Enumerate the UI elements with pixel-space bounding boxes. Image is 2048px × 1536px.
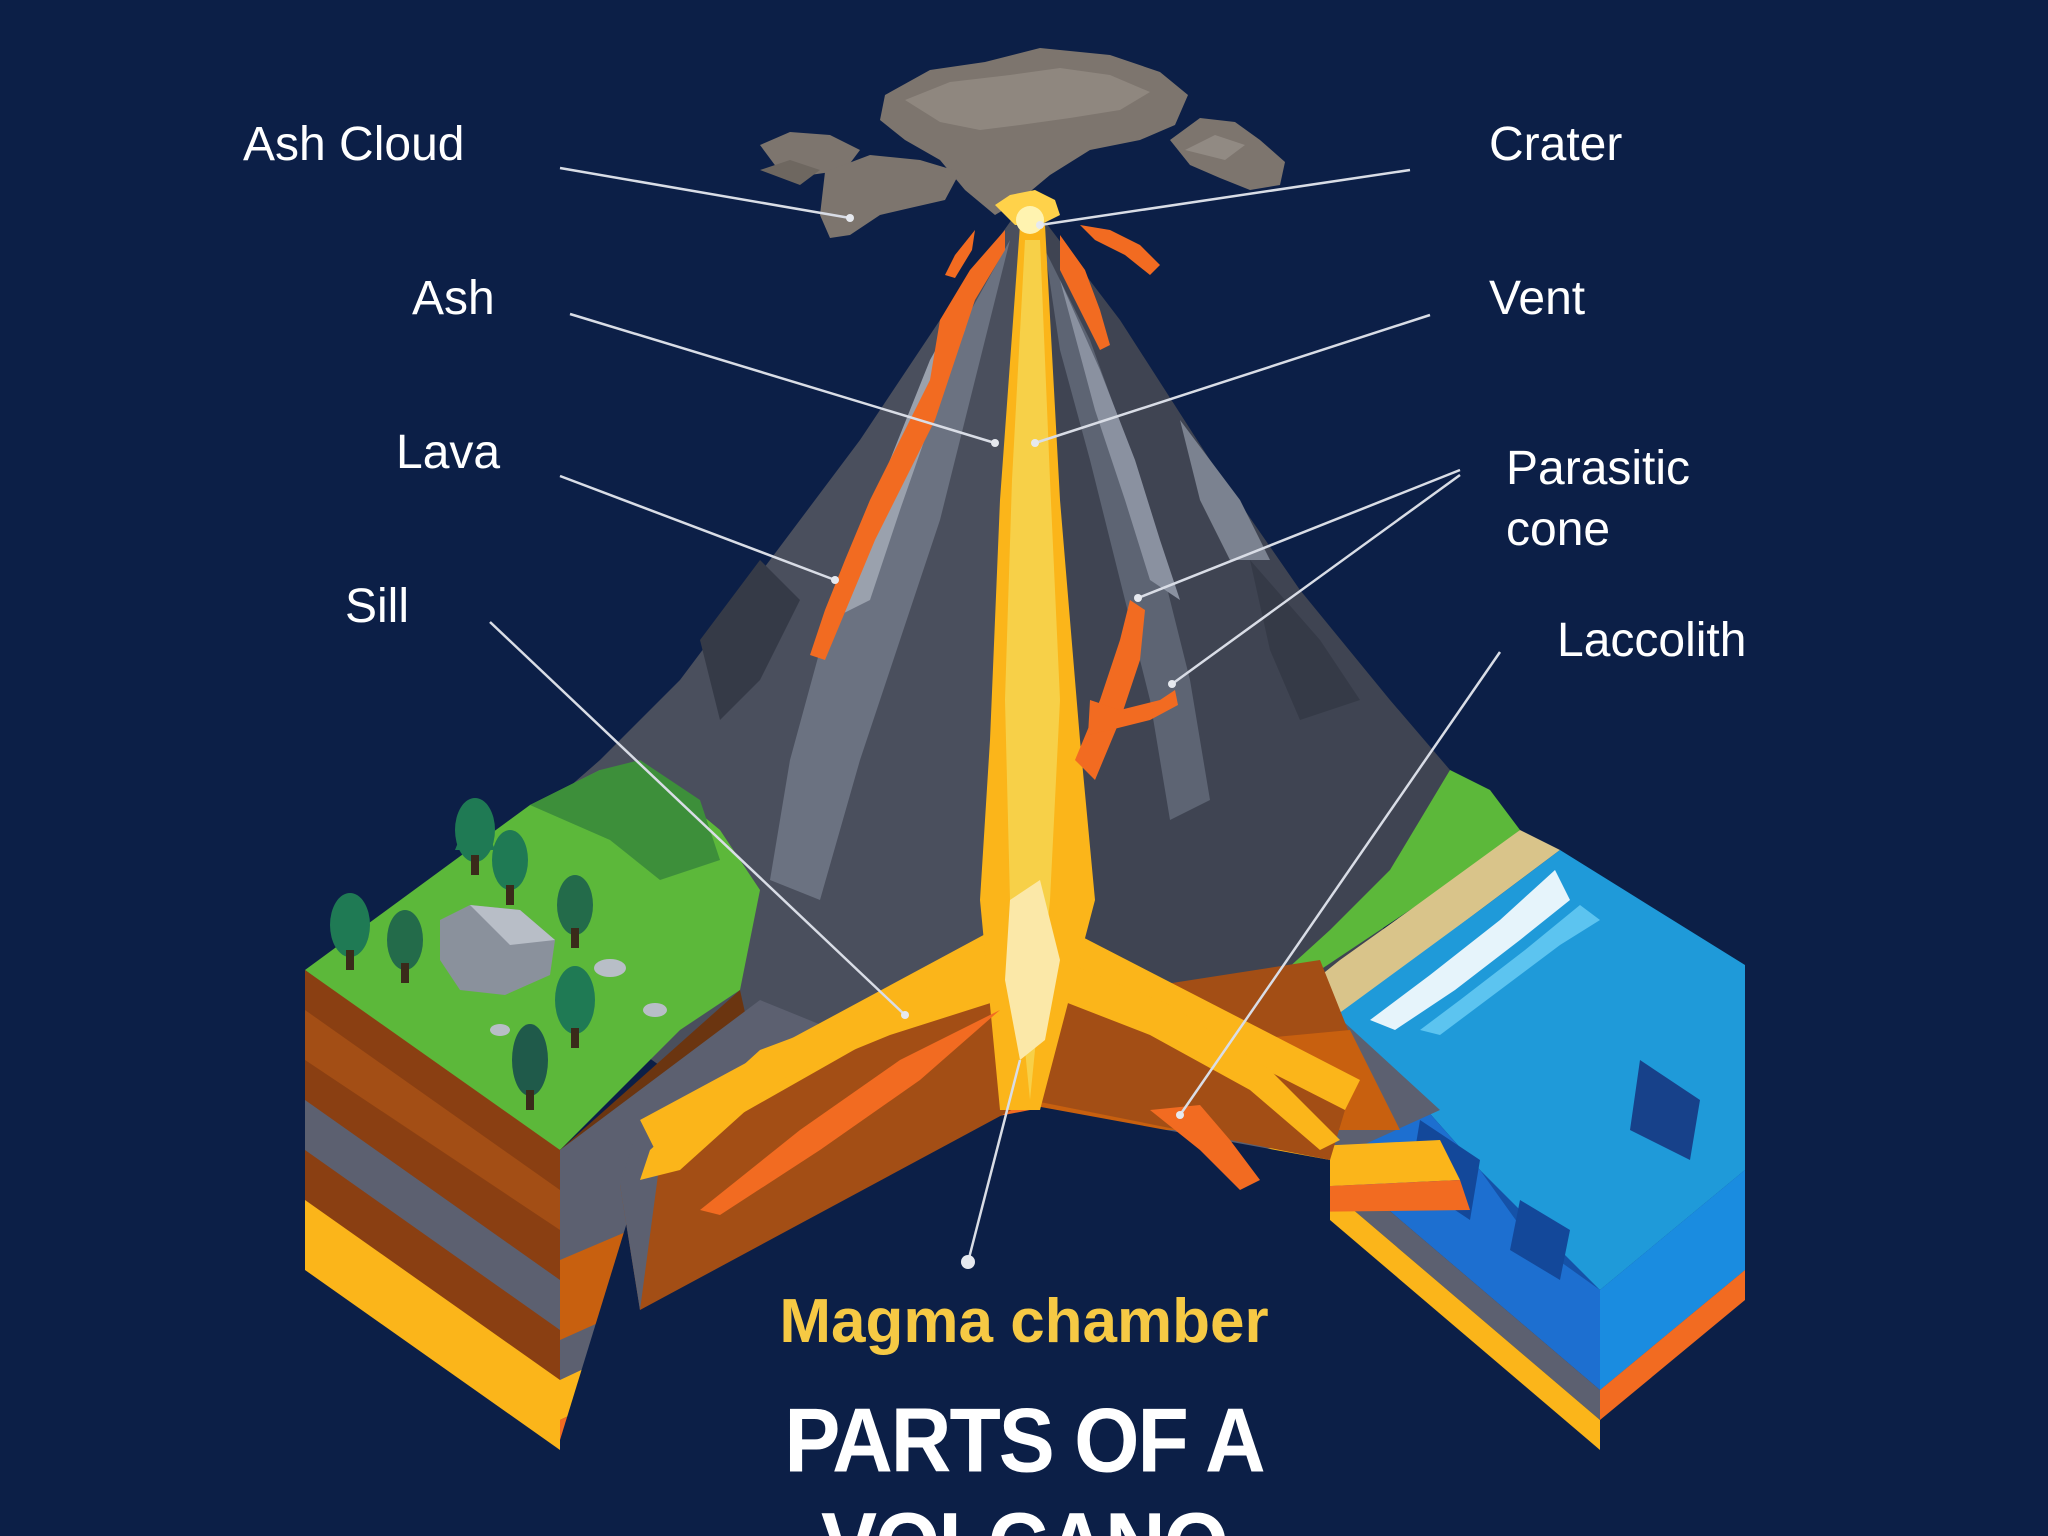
label-parasitic-cone-line2: cone — [1506, 503, 1611, 557]
label-parasitic-cone: Parasitic cone — [1506, 438, 1690, 561]
diagram-title: PARTS OF A VOLCANO — [784, 1389, 1265, 1536]
leader-lava — [559, 474, 836, 582]
ash-cloud-shape — [760, 48, 1285, 238]
label-ash: Ash — [412, 272, 495, 325]
label-parasitic-cone-line1: Parasitic — [1506, 442, 1691, 495]
leader-parasitic-cone-a — [1137, 468, 1461, 600]
leader-dots — [831, 214, 1184, 1269]
label-magma-chamber: Magma chamber — [779, 1287, 1269, 1356]
label-laccolith: Laccolith — [1557, 614, 1747, 667]
leader-sill — [489, 621, 906, 1016]
leader-vent — [1034, 313, 1431, 445]
leader-parasitic-cone-b — [1171, 473, 1461, 686]
label-crater: Crater — [1489, 118, 1623, 171]
label-lava: Lava — [396, 426, 501, 479]
leader-crater — [1039, 168, 1411, 227]
leader-ash-cloud — [559, 166, 851, 220]
leader-lines — [489, 166, 1502, 1263]
magma-conduit — [640, 225, 1340, 1215]
leader-laccolith — [1178, 651, 1502, 1116]
tree-icons — [330, 798, 595, 1110]
label-sill: Sill — [345, 580, 410, 633]
label-vent: Vent — [1489, 272, 1586, 325]
leader-ash — [569, 312, 996, 445]
label-ash-cloud: Ash Cloud — [243, 118, 465, 171]
lava-flows — [810, 190, 1160, 660]
leader-magma-chamber — [966, 1059, 1022, 1263]
